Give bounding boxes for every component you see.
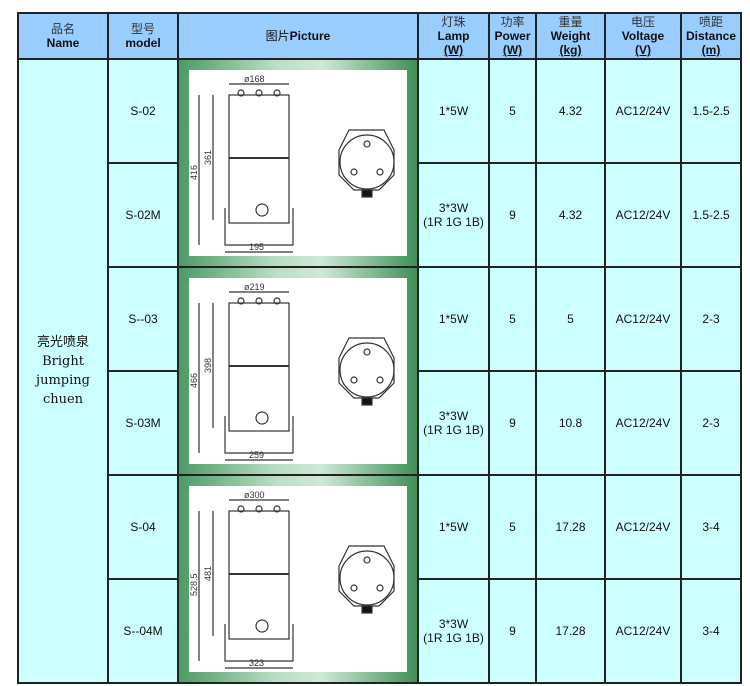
power-cell: 9 [488,370,537,476]
diameter-label: ø168 [244,74,265,84]
distance-cell: 1.5-2.5 [680,162,742,268]
model-cell: S-03M [107,370,179,476]
voltage-cell: AC12/24V [604,162,682,268]
product-drawing: ø219 466 398 259 [179,268,417,474]
distance-cell: 2-3 [680,266,742,372]
power-cell: 5 [488,266,537,372]
width-label: 195 [249,242,264,252]
picture-cell: ø300 528.5 481 323 [177,474,419,684]
voltage-cell: AC12/24V [604,58,682,164]
lamp-cell: 3*3W(1R 1G 1B) [417,370,490,476]
picture-cell: ø219 466 398 259 [177,266,419,476]
weight-cell: 10.8 [535,370,606,476]
height-label: 416 [189,165,199,180]
model-cell: S-02 [107,58,179,164]
weight-cell: 4.32 [535,58,606,164]
diameter-label: ø300 [244,490,265,500]
model-cell: S--04M [107,578,179,684]
height-label: 528.5 [189,573,199,596]
picture-cell: ø168 416 361 195 [177,58,419,268]
weight-cell: 5 [535,266,606,372]
distance-cell: 2-3 [680,370,742,476]
height-label: 466 [189,373,199,388]
lamp-cell: 1*5W [417,474,490,580]
width-label: 323 [249,658,264,668]
weight-cell: 17.28 [535,578,606,684]
voltage-cell: AC12/24V [604,578,682,684]
header-picture: 图片Picture [177,12,419,60]
body-label: 361 [203,150,213,165]
power-cell: 5 [488,58,537,164]
lamp-cell: 1*5W [417,58,490,164]
voltage-cell: AC12/24V [604,474,682,580]
power-cell: 5 [488,474,537,580]
body-label: 398 [203,358,213,373]
lamp-cell: 1*5W [417,266,490,372]
distance-cell: 3-4 [680,578,742,684]
model-cell: S-02M [107,162,179,268]
power-cell: 9 [488,578,537,684]
voltage-cell: AC12/24V [604,266,682,372]
distance-cell: 3-4 [680,474,742,580]
weight-cell: 17.28 [535,474,606,580]
product-drawing: ø300 528.5 481 323 [179,476,417,682]
lamp-cell: 3*3W(1R 1G 1B) [417,578,490,684]
model-cell: S--03 [107,266,179,372]
distance-cell: 1.5-2.5 [680,58,742,164]
width-label: 259 [249,450,264,460]
product-drawing: ø168 416 361 195 [179,60,417,266]
weight-cell: 4.32 [535,162,606,268]
power-cell: 9 [488,162,537,268]
voltage-cell: AC12/24V [604,370,682,476]
body-label: 481 [203,566,213,581]
lamp-cell: 3*3W(1R 1G 1B) [417,162,490,268]
diameter-label: ø219 [244,282,265,292]
model-cell: S-04 [107,474,179,580]
